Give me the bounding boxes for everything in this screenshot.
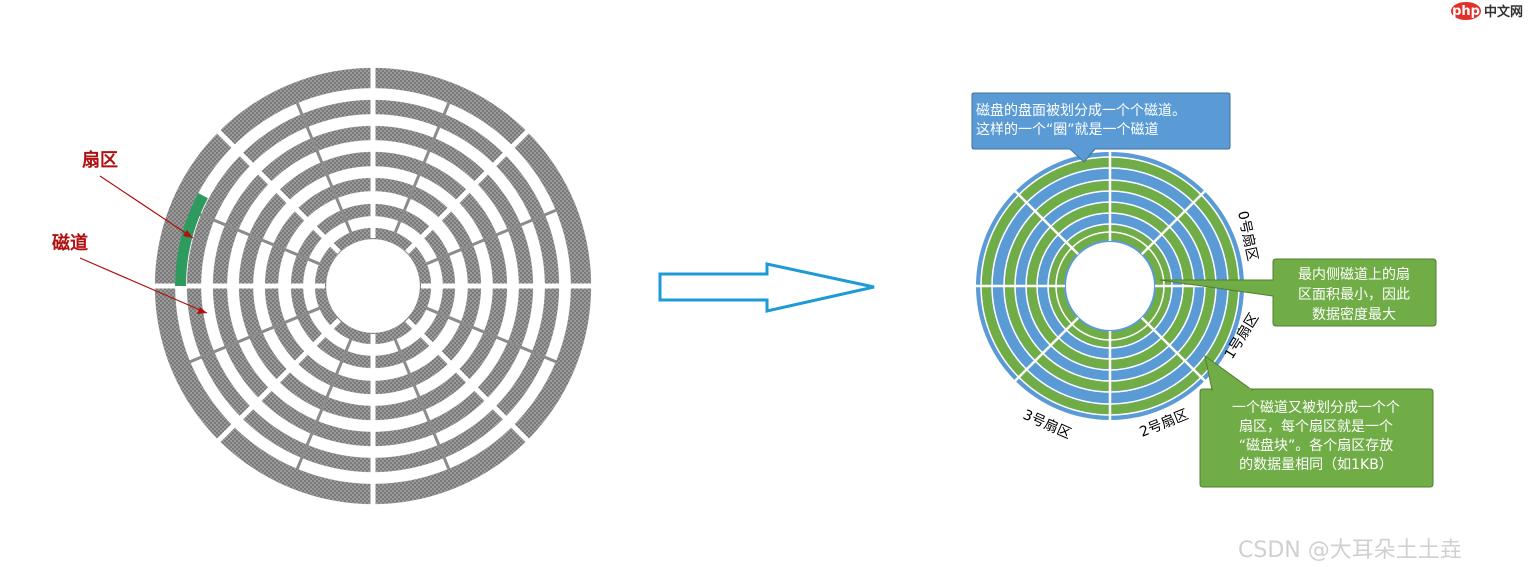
site-logo-text: 中文网: [1484, 4, 1523, 20]
callout-track: 磁盘的盘面被划分成一个个磁道。 这样的一个“圈”就是一个磁道: [971, 92, 1231, 163]
callout-sector-box: [1199, 388, 1434, 488]
spindle-hole: [1066, 242, 1154, 330]
sector-boundary: [1012, 316, 1080, 384]
callout-sector-line-1: 一个磁道又被划分成一个个: [1232, 400, 1400, 416]
gray-track-ring: [154, 67, 592, 505]
callout-inner-line-1: 最内侧磁道上的扇: [1298, 267, 1410, 283]
callout-sector-line-3: “磁盘块”。各个扇区存放: [1239, 437, 1394, 454]
sector-boundary: [1012, 188, 1080, 256]
track-separator: [1055, 231, 1165, 341]
callout-sector-pointer-joint: [1213, 388, 1251, 391]
track-separator: [1047, 223, 1173, 349]
gray-track-ring: [264, 177, 482, 395]
left-disk-diagram: [154, 67, 592, 505]
track-pointer-arrowhead: [197, 307, 207, 314]
track-pointer-line: [79, 257, 208, 314]
radial-spoke: [426, 208, 557, 266]
callout-inner-line-2: 区面积最小，因此: [1298, 287, 1410, 303]
callout-inner-track-box: [1159, 258, 1437, 327]
track-separator: [1025, 201, 1195, 371]
callout-inner-track: 最内侧磁道上的扇 区面积最小，因此 数据密度最大: [1159, 258, 1437, 327]
radial-spoke: [295, 339, 353, 470]
track-label: 磁道: [52, 232, 88, 254]
sector-pointer-arrowhead: [183, 230, 193, 238]
gray-track-ring: [290, 203, 456, 369]
gray-track-ring: [238, 151, 508, 421]
radial-spoke: [189, 306, 320, 364]
sector-divider-gap: [216, 129, 341, 254]
callout-track-line-1: 磁盘的盘面被划分成一个个磁道。: [976, 102, 1186, 119]
gray-track-ring: [314, 227, 432, 345]
callout-sector-line-2: 扇区，每个扇区就是一个: [1239, 419, 1393, 435]
sector-divider-gap: [405, 129, 530, 254]
callout-inner-line-3: 数据密度最大: [1312, 306, 1396, 323]
callout-track-line-2: 这样的一个“圈”就是一个磁道: [976, 121, 1159, 138]
callout-sector-line-4: 的数据量相同（如1KB）: [1239, 457, 1393, 473]
highlighted-sector: [175, 193, 208, 286]
sector-label: 扇区: [82, 149, 118, 171]
radial-spoke: [295, 102, 353, 233]
radial-spoke: [393, 102, 451, 233]
csdn-watermark: CSDN @大耳朵土土垚: [1238, 538, 1462, 563]
sector-divider-gap: [405, 318, 530, 443]
sector-boundary: [1140, 188, 1208, 256]
track-separator: [1036, 212, 1184, 360]
callout-track-box: [971, 92, 1231, 163]
sector-pointer-line: [99, 175, 194, 239]
callout-sector: 一个磁道又被划分成一个个 扇区，每个扇区就是一个 “磁盘块”。各个扇区存放 的数…: [1199, 354, 1434, 488]
radial-spoke: [393, 339, 451, 470]
radial-spoke: [426, 306, 557, 364]
sector-boundary: [1140, 316, 1208, 384]
transform-arrow: [658, 262, 875, 313]
site-logo: php 中文网: [1451, 2, 1523, 20]
php-logo-badge: [1451, 2, 1481, 20]
left-annotations: 扇区 磁道: [52, 149, 208, 314]
sector-divider-gap: [216, 318, 341, 443]
radial-spoke: [189, 208, 320, 266]
php-logo-text: php: [1452, 4, 1480, 19]
callout-sector-pointer: [1204, 354, 1254, 391]
